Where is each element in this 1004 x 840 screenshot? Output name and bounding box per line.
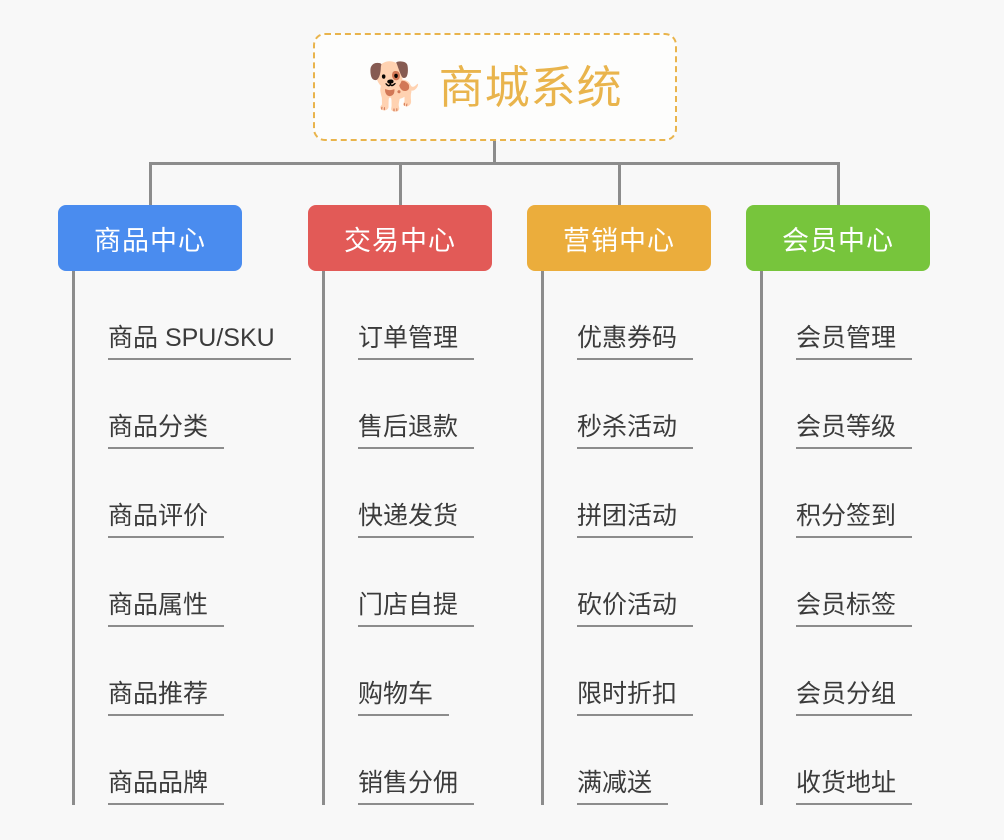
category-header-1[interactable]: 商品中心 <box>58 205 242 271</box>
leaf-item-label: 商品属性 <box>108 591 225 627</box>
leaf-item-label: 商品分类 <box>108 413 225 449</box>
leaf-item[interactable]: 会员分组 <box>763 627 930 716</box>
leaf-item[interactable]: 会员等级 <box>763 360 930 449</box>
leaf-item-label: 销售分佣 <box>358 769 475 805</box>
leaf-item[interactable]: 满减送 <box>544 716 711 805</box>
leaf-item[interactable]: 积分签到 <box>763 449 930 538</box>
category-column-1: 商品中心商品 SPU/SKU 商品分类商品评价商品属性商品推荐商品品牌 <box>58 205 291 805</box>
leaf-item[interactable]: 秒杀活动 <box>544 360 711 449</box>
leaf-item-label: 售后退款 <box>358 413 475 449</box>
leaf-item-label: 会员管理 <box>796 324 913 360</box>
leaf-item[interactable]: 商品推荐 <box>75 627 242 716</box>
leaf-list-1: 商品 SPU/SKU 商品分类商品评价商品属性商品推荐商品品牌 <box>72 271 291 805</box>
leaf-item-label: 满减送 <box>577 769 669 805</box>
leaf-item[interactable]: 商品评价 <box>75 449 242 538</box>
leaf-item-label: 购物车 <box>358 680 450 716</box>
leaf-item-label: 砍价活动 <box>577 591 694 627</box>
root-node-mall-system[interactable]: 🐕 商城系统 <box>313 33 677 141</box>
category-header-3[interactable]: 营销中心 <box>527 205 711 271</box>
connector-drop-2 <box>399 162 402 207</box>
leaf-item-label: 门店自提 <box>358 591 475 627</box>
leaf-item[interactable]: 售后退款 <box>325 360 492 449</box>
leaf-item-label: 快递发货 <box>358 502 475 538</box>
leaf-item-label: 会员分组 <box>796 680 913 716</box>
category-column-3: 营销中心优惠券码秒杀活动拼团活动砍价活动限时折扣满减送 <box>527 205 711 805</box>
leaf-item-label: 商品推荐 <box>108 680 225 716</box>
connector-drop-1 <box>149 162 152 207</box>
leaf-item[interactable]: 会员管理 <box>763 271 930 360</box>
connector-drop-3 <box>618 162 621 207</box>
leaf-item[interactable]: 购物车 <box>325 627 492 716</box>
leaf-item-label: 限时折扣 <box>577 680 694 716</box>
leaf-item[interactable]: 销售分佣 <box>325 716 492 805</box>
leaf-item[interactable]: 快递发货 <box>325 449 492 538</box>
leaf-item-label: 商品 SPU/SKU <box>108 324 291 360</box>
leaf-item-label: 会员等级 <box>796 413 913 449</box>
category-column-2: 交易中心订单管理售后退款快递发货门店自提购物车销售分佣 <box>308 205 492 805</box>
leaf-item-label: 商品品牌 <box>108 769 225 805</box>
category-column-4: 会员中心会员管理会员等级积分签到会员标签会员分组收货地址 <box>746 205 930 805</box>
leaf-item[interactable]: 会员标签 <box>763 538 930 627</box>
leaf-item[interactable]: 商品 SPU/SKU <box>75 271 291 360</box>
leaf-item[interactable]: 砍价活动 <box>544 538 711 627</box>
leaf-item[interactable]: 商品属性 <box>75 538 242 627</box>
leaf-item[interactable]: 商品分类 <box>75 360 242 449</box>
leaf-item-label: 商品评价 <box>108 502 225 538</box>
leaf-item[interactable]: 商品品牌 <box>75 716 242 805</box>
leaf-item[interactable]: 拼团活动 <box>544 449 711 538</box>
leaf-list-4: 会员管理会员等级积分签到会员标签会员分组收货地址 <box>760 271 930 805</box>
leaf-item-label: 秒杀活动 <box>577 413 694 449</box>
leaf-item[interactable]: 门店自提 <box>325 538 492 627</box>
leaf-item-label: 收货地址 <box>796 769 913 805</box>
leaf-item-label: 订单管理 <box>358 324 475 360</box>
leaf-item[interactable]: 限时折扣 <box>544 627 711 716</box>
root-node-title: 商城系统 <box>438 61 623 113</box>
leaf-list-2: 订单管理售后退款快递发货门店自提购物车销售分佣 <box>322 271 492 805</box>
leaf-item-label: 会员标签 <box>796 591 913 627</box>
leaf-item[interactable]: 订单管理 <box>325 271 492 360</box>
connector-root-stem <box>493 141 496 164</box>
leaf-item[interactable]: 优惠券码 <box>544 271 711 360</box>
shiba-inu-dog-emoji: 🐕 <box>367 60 425 112</box>
leaf-item[interactable]: 收货地址 <box>763 716 930 805</box>
connector-horizontal-bus <box>150 162 840 165</box>
leaf-item-label: 拼团活动 <box>577 502 694 538</box>
connector-drop-4 <box>837 162 840 207</box>
leaf-item-label: 优惠券码 <box>577 324 694 360</box>
leaf-item-label: 积分签到 <box>796 502 913 538</box>
leaf-list-3: 优惠券码秒杀活动拼团活动砍价活动限时折扣满减送 <box>541 271 711 805</box>
category-header-2[interactable]: 交易中心 <box>308 205 492 271</box>
category-header-4[interactable]: 会员中心 <box>746 205 930 271</box>
